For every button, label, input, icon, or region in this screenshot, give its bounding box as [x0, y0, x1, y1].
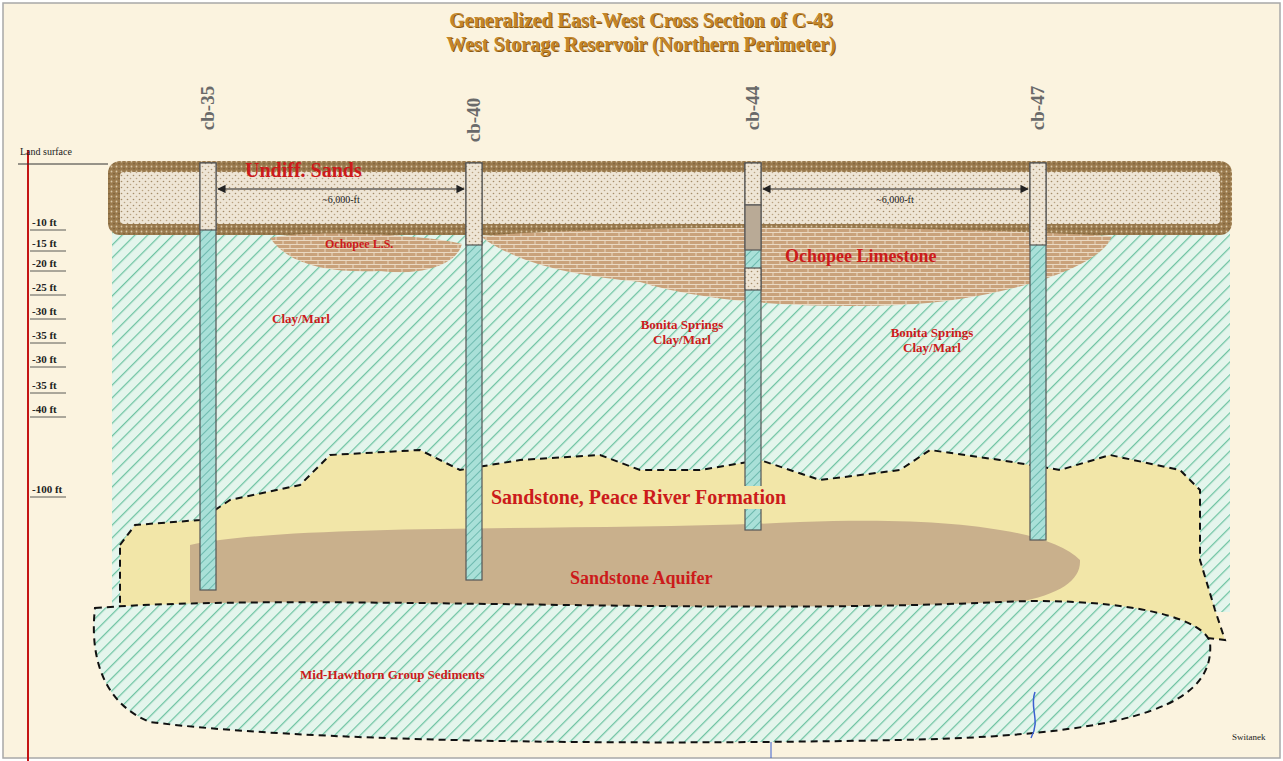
unit-label: Bonita Springs Clay/Marl: [628, 318, 736, 348]
well-name: cb-44: [742, 86, 764, 130]
depth-label: -35 ft: [32, 379, 57, 392]
depth-label: -40 ft: [32, 403, 57, 416]
depth-label: -100 ft: [32, 483, 62, 496]
depth-label: -25 ft: [32, 281, 57, 294]
unit-label: Clay/Marl: [272, 312, 330, 327]
depth-label: -35 ft: [32, 329, 57, 342]
depth-label: -30 ft: [32, 305, 57, 318]
depth-label: -30 ft: [32, 353, 57, 366]
depth-label: -10 ft: [32, 216, 57, 229]
unit-label: Mid-Hawthorn Group Sediments: [300, 668, 485, 683]
unit-label: Undiff. Sands: [245, 159, 362, 182]
depth-label: -15 ft: [32, 237, 57, 250]
well-name: cb-47: [1027, 86, 1049, 130]
distance-label: ~6,000-ft: [322, 194, 359, 206]
surface-label: Land surface: [20, 146, 72, 158]
unit-label: Sandstone Aquifer: [570, 568, 713, 589]
unit-label: Sandstone, Peace River Formation: [488, 486, 789, 509]
well-name: cb-35: [197, 86, 219, 130]
unit-label: Bonita Springs Clay/Marl: [878, 326, 986, 356]
well-name: cb-40: [463, 98, 485, 142]
diagram-title: Generalized East-West Cross Section of C…: [446, 8, 836, 57]
distance-label: ~6,000-ft: [876, 194, 913, 206]
unit-label: Ochopee L.S.: [325, 238, 393, 252]
depth-label: -20 ft: [32, 257, 57, 270]
author-note: Switanek: [1232, 732, 1266, 742]
unit-label: Ochopee Limestone: [785, 246, 936, 267]
